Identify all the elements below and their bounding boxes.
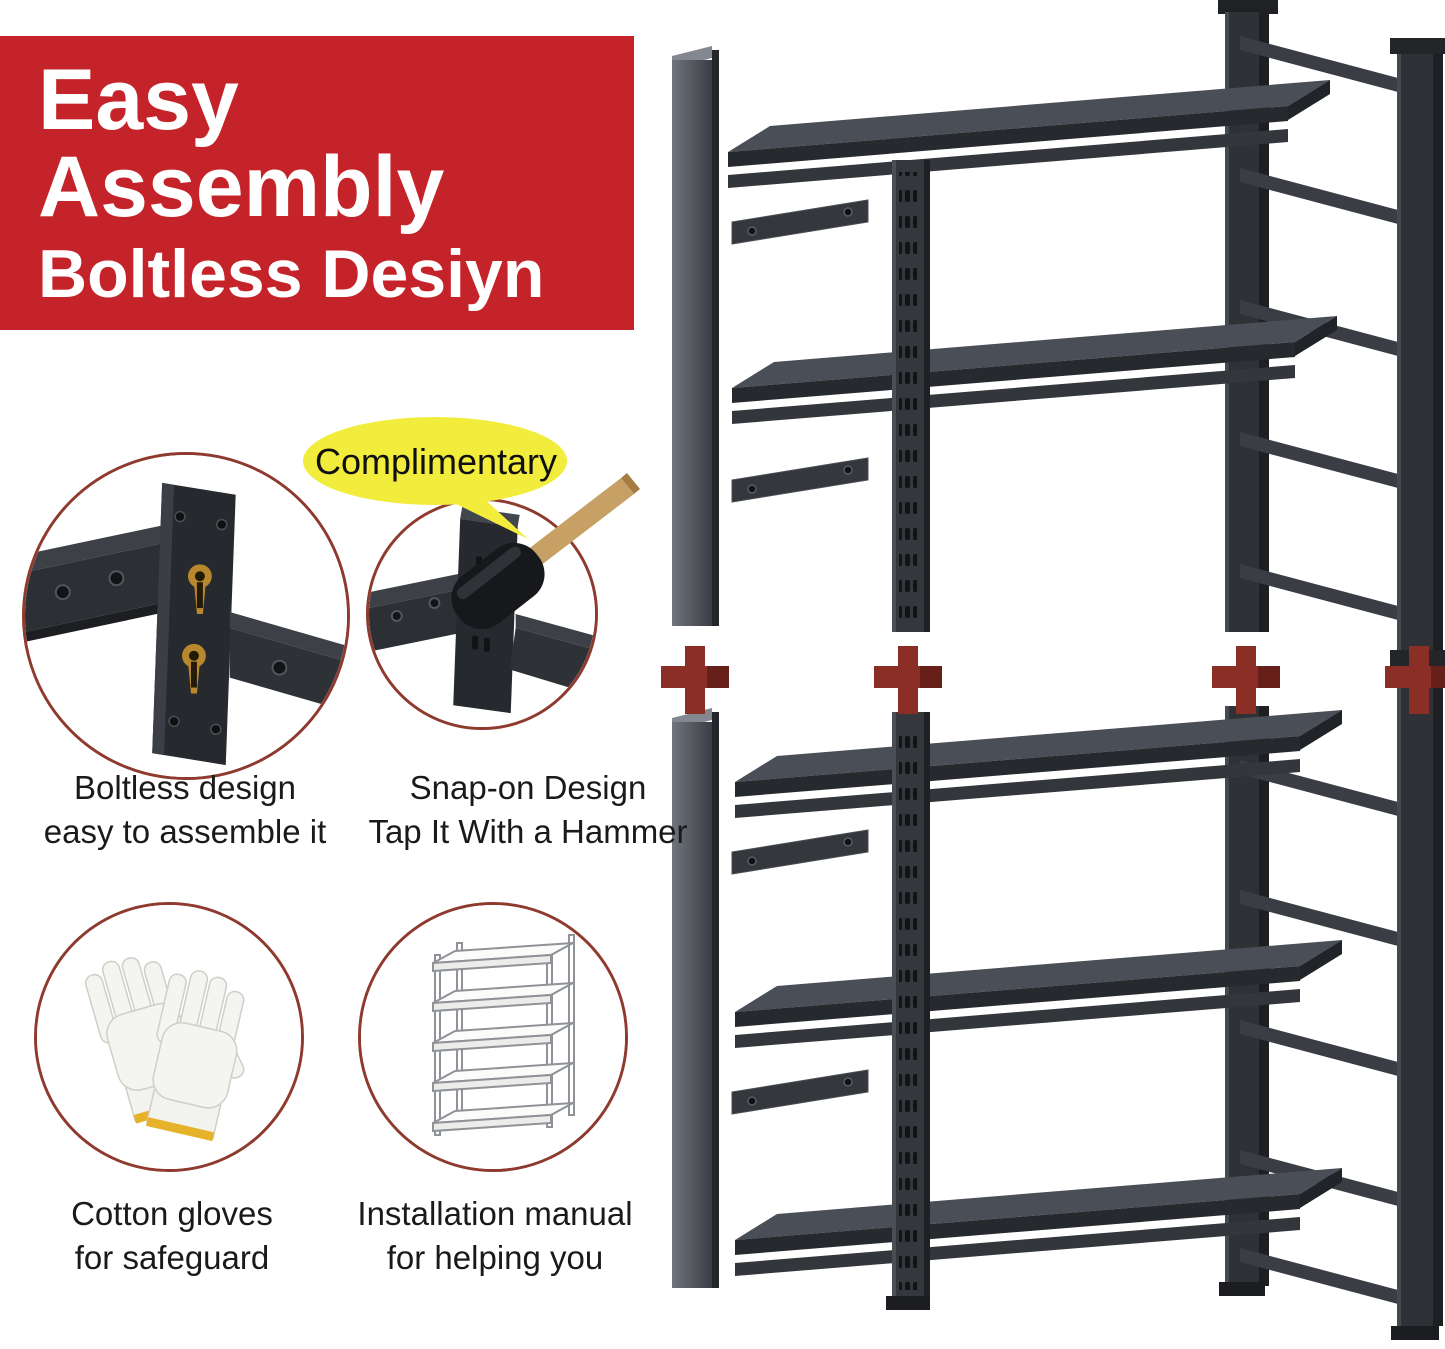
- red-connector-icon: [661, 646, 729, 714]
- complimentary-label: Complimentary: [314, 441, 558, 482]
- red-connector-icon: [1212, 646, 1280, 714]
- shelf-panel: [732, 316, 1337, 424]
- shelf-panel: [735, 940, 1342, 1048]
- slotted-post: [886, 712, 930, 1310]
- upright-post: [1390, 650, 1445, 1340]
- caption-manual-line2: for helping you: [386, 1238, 604, 1276]
- caption-gloves-line2: for safeguard: [74, 1238, 270, 1276]
- caption-gloves-line1: Cotton gloves: [71, 1195, 273, 1232]
- caption-installation-manual: Installation manual for helping you: [305, 1192, 685, 1279]
- caption-snap-on-line2: Tap It With a Hammer: [368, 812, 688, 850]
- cotton-gloves-icon: [37, 905, 301, 1169]
- caption-cotton-gloves: Cotton gloves for safeguard: [12, 1192, 332, 1279]
- shelf-outline-manual-icon: [361, 905, 625, 1169]
- side-bracket: [731, 457, 869, 503]
- detached-post: [672, 46, 719, 626]
- side-bracket: [731, 829, 869, 875]
- caption-boltless-design: Boltless design easy to assemble it: [15, 766, 355, 853]
- side-beams: [1240, 36, 1428, 628]
- slotted-post: [892, 160, 930, 632]
- caption-manual-line1: Installation manual: [357, 1195, 633, 1232]
- complimentary-speech-bubble: [303, 417, 567, 539]
- caption-snap-on-design: Snap-on Design Tap It With a Hammer: [328, 766, 728, 853]
- red-connector-icon: [1385, 646, 1445, 714]
- callout-installation-manual: [358, 902, 628, 1172]
- red-connector-icon: [874, 646, 942, 714]
- keyhole-slot-icon: [187, 564, 212, 615]
- side-bracket: [731, 1069, 869, 1115]
- side-bracket: [731, 199, 869, 245]
- keyhole-post-closeup-icon: [25, 455, 347, 777]
- callout-cotton-gloves: [34, 902, 304, 1172]
- shelf-panel: [735, 1168, 1342, 1276]
- caption-snap-on-line1: Snap-on Design: [409, 769, 647, 806]
- rubber-mallet-icon: [451, 473, 640, 630]
- caption-boltless-line2: easy to assemble it: [43, 812, 327, 850]
- shelf-panel: [728, 80, 1330, 188]
- headline-line1: Easy Assembly: [38, 51, 445, 236]
- upright-post: [1390, 38, 1445, 660]
- upper-rack-section: [672, 0, 1445, 660]
- keyhole-slot-icon: [182, 643, 206, 694]
- exploded-shelving-rack: [661, 0, 1445, 1340]
- callout-boltless-design: [22, 452, 350, 780]
- caption-boltless-line1: Boltless design: [74, 769, 296, 806]
- headline-banner: Easy Assembly Boltless Desiyn: [0, 36, 634, 330]
- shelf-panel: [735, 710, 1342, 818]
- headline-line2: Boltless Desiyn: [38, 236, 545, 313]
- detached-post: [672, 708, 719, 1288]
- lower-rack-section: [672, 650, 1445, 1340]
